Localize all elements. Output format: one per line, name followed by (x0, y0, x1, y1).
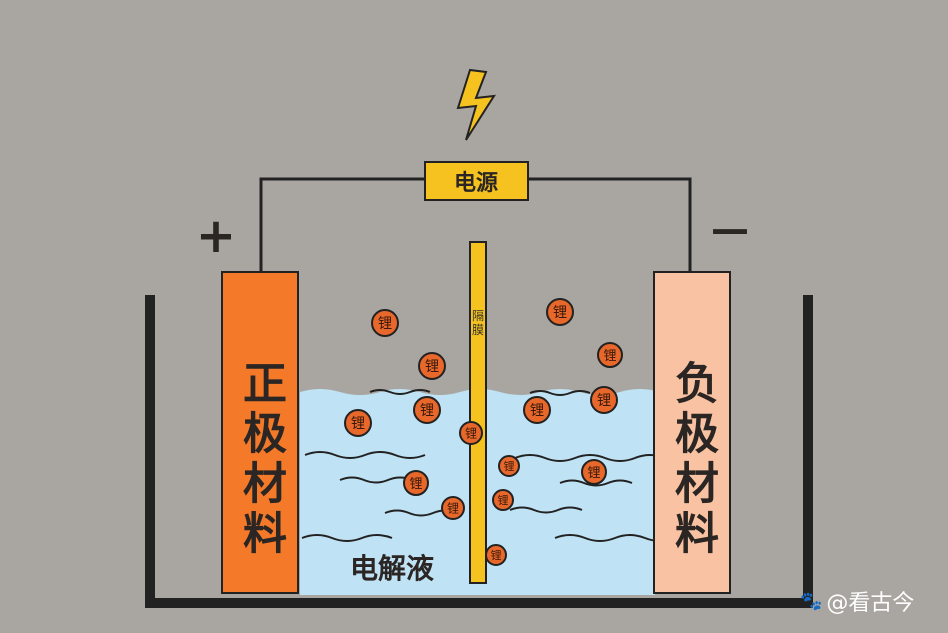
baidu-paw-icon: 🐾 (800, 590, 823, 612)
power-source-label: 电源 (454, 171, 498, 196)
lithium-ion-label: 锂 (378, 315, 392, 332)
lithium-ion-label: 锂 (587, 465, 600, 481)
power-source-box (424, 161, 529, 201)
lithium-ion-label: 锂 (447, 500, 459, 515)
lithium-ion (459, 421, 483, 445)
lithium-ion-label: 锂 (530, 402, 544, 419)
watermark-text: @看古今 (826, 591, 915, 616)
lithium-ion (492, 489, 514, 511)
lithium-ion (344, 409, 372, 437)
lithium-ion-label: 锂 (504, 459, 515, 473)
lithium-ion-label: 锂 (597, 392, 611, 409)
lithium-ion-label: 锂 (465, 425, 477, 440)
negative-electrode-label: 负极材料 (667, 360, 718, 560)
separator (469, 241, 487, 584)
lithium-ion (590, 386, 618, 414)
lithium-ion (597, 342, 623, 368)
lithium-ion-label: 锂 (491, 548, 502, 562)
lithium-ion (441, 496, 465, 520)
lithium-ion (581, 459, 607, 485)
lithium-ions: 锂锂锂锂锂锂锂锂锂锂锂锂锂锂锂 (344, 298, 623, 566)
positive-electrode-label: 正极材料 (235, 360, 286, 560)
watermark: 🐾 @看古今 (800, 585, 914, 617)
lithium-ion (485, 544, 507, 566)
wire (259, 177, 692, 272)
lithium-ion-label: 锂 (498, 493, 509, 507)
lithium-ion (546, 298, 574, 326)
lithium-ion-label: 锂 (420, 402, 434, 419)
lithium-ion (371, 309, 399, 337)
separator-label: 隔膜 (472, 309, 484, 337)
electrolyte-label: 电解液 (350, 552, 434, 585)
lithium-ion (403, 470, 429, 496)
container (145, 295, 813, 608)
plus-sign: + (196, 208, 236, 264)
lithium-ion (418, 352, 446, 380)
lightning-icon (456, 68, 496, 141)
lithium-ion-label: 锂 (409, 476, 422, 492)
lithium-ion-label: 锂 (351, 415, 365, 432)
lithium-ion-label: 锂 (553, 304, 567, 321)
lithium-ion (523, 396, 551, 424)
lithium-ion (498, 455, 520, 477)
negative-electrode (653, 271, 731, 594)
minus-sign: — (711, 207, 749, 251)
positive-electrode (221, 271, 299, 594)
lithium-ion-label: 锂 (603, 348, 616, 364)
lithium-ion (413, 396, 441, 424)
lithium-ion-label: 锂 (425, 358, 439, 375)
